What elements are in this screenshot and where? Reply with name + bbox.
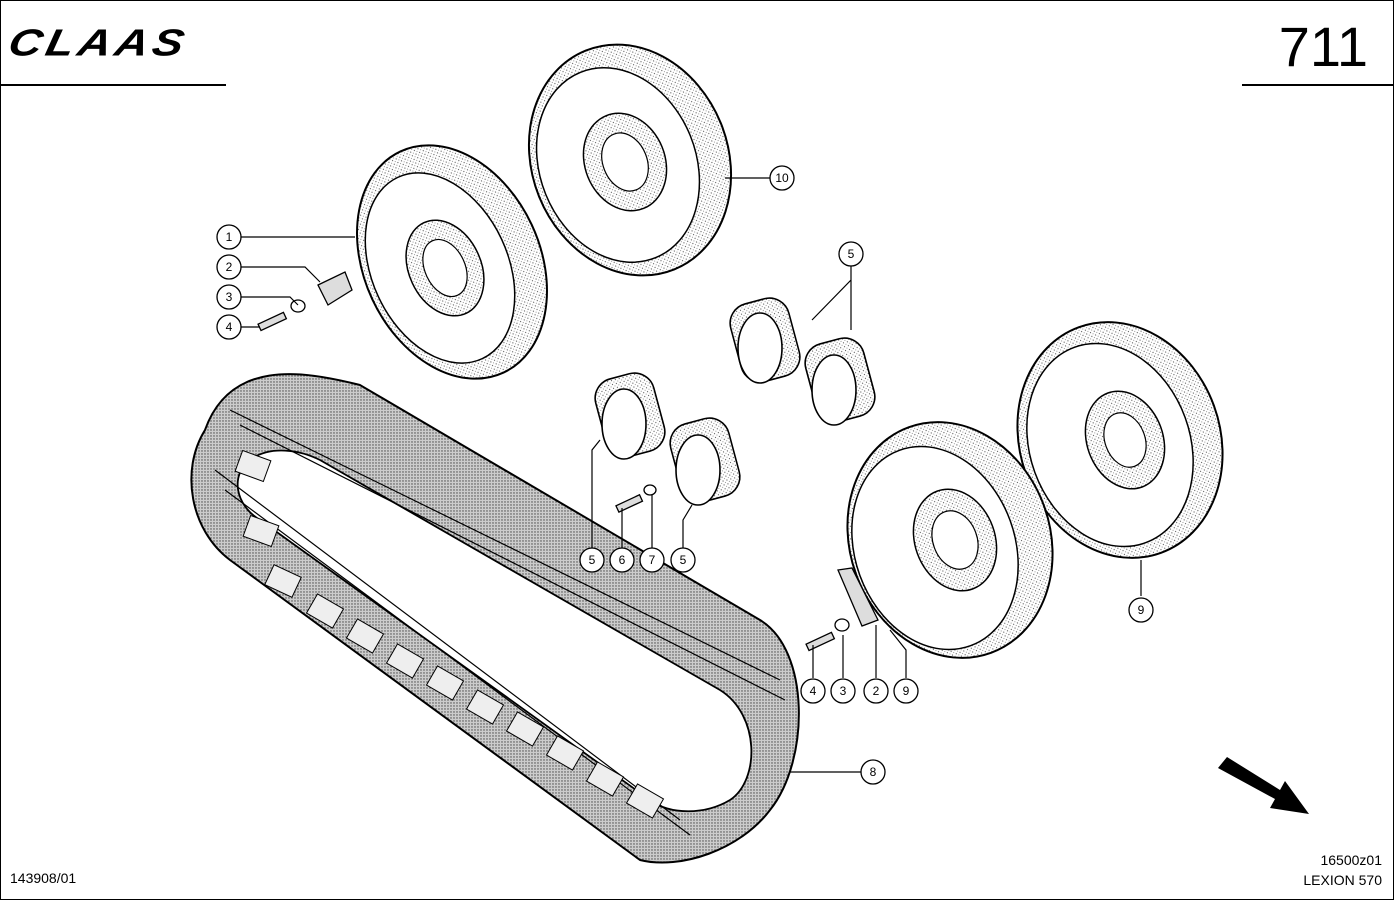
wheel-upper-left <box>356 144 548 380</box>
svg-text:5: 5 <box>848 247 855 261</box>
wheel-right <box>1016 321 1224 559</box>
callout-1: 1 <box>216 224 242 250</box>
callout-9-right: 9 <box>1128 597 1154 623</box>
callout-3-upper: 3 <box>216 284 242 310</box>
svg-text:6: 6 <box>619 553 626 567</box>
svg-text:3: 3 <box>226 290 233 304</box>
callout-5-right: 5 <box>670 547 696 573</box>
wheel-lower <box>846 421 1054 659</box>
callout-6: 6 <box>609 547 635 573</box>
svg-text:5: 5 <box>680 553 687 567</box>
header-rule-left <box>0 84 226 86</box>
drawing-code: 16500z01 <box>1320 852 1382 868</box>
wheel-top <box>527 43 733 277</box>
footer-info: 16500z01 LEXION 570 <box>1303 850 1382 890</box>
page-number: 711 <box>1278 15 1368 78</box>
leader-lines <box>241 177 1142 773</box>
callout-5-top: 5 <box>838 241 864 267</box>
callout-7: 7 <box>639 547 665 573</box>
svg-text:1: 1 <box>226 230 233 244</box>
model-name: LEXION 570 <box>1303 872 1382 888</box>
svg-text:7: 7 <box>649 553 656 567</box>
svg-text:4: 4 <box>810 684 817 698</box>
callout-10: 10 <box>769 165 795 191</box>
hardware-upper-left <box>257 271 353 332</box>
svg-text:10: 10 <box>775 171 789 185</box>
svg-text:4: 4 <box>226 320 233 334</box>
svg-text:2: 2 <box>226 260 233 274</box>
callout-8: 8 <box>860 759 886 785</box>
svg-text:8: 8 <box>870 765 877 779</box>
callout-4-upper: 4 <box>216 314 242 340</box>
callout-2-lower: 2 <box>863 678 889 704</box>
callout-9-lower: 9 <box>893 678 919 704</box>
callout-3-lower: 3 <box>830 678 856 704</box>
svg-text:5: 5 <box>589 553 596 567</box>
callout-2-upper: 2 <box>216 254 242 280</box>
hardware-center <box>615 484 657 513</box>
direction-arrow-icon <box>1218 757 1309 814</box>
callout-5-left: 5 <box>579 547 605 573</box>
svg-text:9: 9 <box>903 684 910 698</box>
svg-text:2: 2 <box>873 684 880 698</box>
header-rule-right <box>1242 84 1394 86</box>
rubber-track <box>190 373 800 864</box>
callout-4-lower: 4 <box>800 678 826 704</box>
svg-text:9: 9 <box>1138 603 1145 617</box>
svg-text:3: 3 <box>840 684 847 698</box>
rollers <box>594 297 876 506</box>
document-number: 143908/01 <box>10 870 77 886</box>
